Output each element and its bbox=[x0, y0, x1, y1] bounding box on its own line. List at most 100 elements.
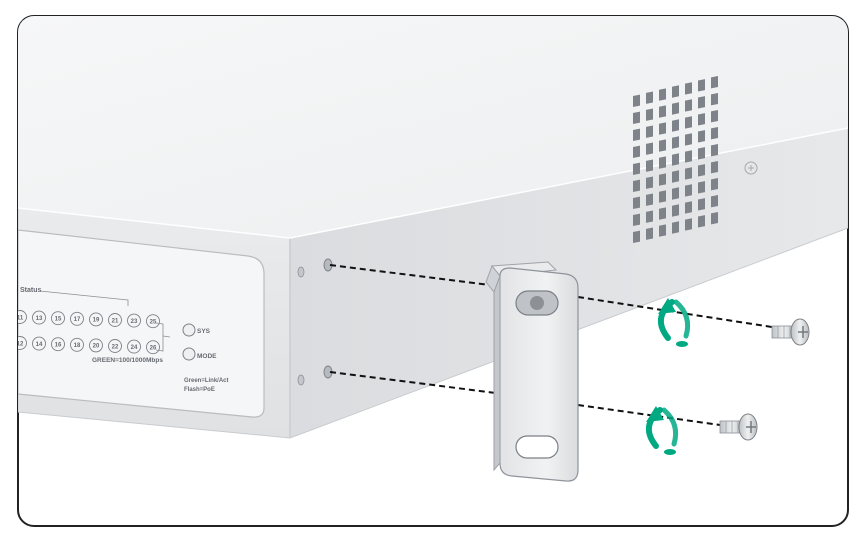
vent-slot bbox=[672, 153, 679, 166]
vent-slot bbox=[646, 193, 653, 206]
port-led bbox=[146, 314, 160, 329]
vent-slot bbox=[672, 102, 679, 115]
vent-slot bbox=[646, 108, 653, 121]
vent-slot bbox=[659, 224, 666, 237]
port-number: 23 bbox=[131, 319, 138, 325]
mounting-bracket bbox=[485, 261, 579, 482]
vent-slot bbox=[711, 161, 718, 174]
port-led bbox=[127, 339, 141, 354]
sys-led bbox=[182, 323, 196, 337]
vent-slot bbox=[646, 227, 653, 240]
port-number: 21 bbox=[112, 318, 119, 324]
vent-slot bbox=[672, 119, 679, 132]
front-hole-lower bbox=[297, 374, 305, 386]
vent-slot bbox=[672, 85, 679, 98]
vent-slot bbox=[633, 230, 640, 243]
ventilation-grid bbox=[633, 76, 718, 243]
vent-slot bbox=[633, 179, 640, 192]
vent-slot bbox=[698, 113, 705, 126]
vent-slot bbox=[711, 127, 718, 140]
port-number: 12 bbox=[17, 341, 24, 347]
vent-slot bbox=[633, 111, 640, 124]
vent-slot bbox=[659, 88, 666, 101]
vent-slot bbox=[685, 133, 692, 146]
vent-slot bbox=[685, 116, 692, 129]
vent-slot bbox=[646, 159, 653, 172]
vent-slot bbox=[685, 201, 692, 214]
vent-slot bbox=[685, 184, 692, 197]
vent-slot bbox=[633, 162, 640, 175]
alignment-line-lower-2 bbox=[577, 404, 721, 426]
port-led bbox=[127, 313, 141, 328]
rotate-arrow-upper-icon bbox=[658, 298, 691, 347]
vent-slot bbox=[633, 145, 640, 158]
port-led bbox=[89, 312, 103, 327]
port-led bbox=[70, 311, 84, 326]
vent-slot bbox=[659, 173, 666, 186]
vent-slot bbox=[711, 212, 718, 225]
port-led bbox=[108, 339, 122, 353]
front-hole-upper bbox=[297, 266, 305, 278]
vent-slot bbox=[633, 196, 640, 209]
mode-led bbox=[182, 347, 196, 361]
vent-slot bbox=[698, 181, 705, 194]
port-led bbox=[89, 338, 103, 353]
vent-slot bbox=[672, 170, 679, 183]
port-led bbox=[32, 336, 46, 351]
vent-slot bbox=[698, 79, 705, 92]
vent-slot bbox=[633, 213, 640, 226]
vent-slot bbox=[711, 144, 718, 157]
mode-label: MODE bbox=[197, 353, 217, 360]
vent-slot bbox=[711, 76, 718, 89]
port-number: 19 bbox=[93, 318, 100, 324]
port-number: 15 bbox=[55, 317, 62, 323]
vent-slot bbox=[698, 215, 705, 228]
vent-slot bbox=[698, 130, 705, 143]
vent-slot bbox=[698, 164, 705, 177]
port-led bbox=[18, 336, 27, 350]
rotate-arrow-lower-icon bbox=[646, 406, 679, 455]
vent-slot bbox=[633, 128, 640, 141]
vent-slot bbox=[672, 136, 679, 149]
vent-slot bbox=[672, 204, 679, 217]
vent-slot bbox=[672, 187, 679, 200]
vent-slot bbox=[698, 198, 705, 211]
vent-slot bbox=[646, 91, 653, 104]
vent-slot bbox=[646, 142, 653, 155]
alignment-line-upper bbox=[329, 264, 491, 286]
speed-legend: GREEN=100/1000Mbps bbox=[92, 357, 163, 364]
vent-slot bbox=[646, 210, 653, 223]
sys-label: SYS bbox=[197, 328, 211, 335]
port-number: 11 bbox=[17, 315, 24, 321]
port-number: 16 bbox=[55, 343, 62, 349]
vent-slot bbox=[659, 122, 666, 135]
port-number: 18 bbox=[74, 343, 81, 349]
chassis-top bbox=[18, 16, 848, 238]
port-number: 25 bbox=[150, 320, 157, 326]
vent-slot bbox=[685, 82, 692, 95]
front-panel-window bbox=[18, 229, 265, 418]
vent-slot bbox=[659, 139, 666, 152]
port-led bbox=[51, 311, 65, 326]
status-label: Status bbox=[20, 287, 42, 294]
port-led bbox=[146, 340, 160, 355]
port-number: 26 bbox=[150, 346, 157, 352]
port-number: 13 bbox=[36, 316, 43, 322]
vent-slot bbox=[659, 207, 666, 220]
vent-slot bbox=[685, 150, 692, 163]
vent-slot bbox=[646, 176, 653, 189]
port-led bbox=[108, 313, 122, 327]
mode-legend-poe: Flash=PoE bbox=[184, 387, 215, 393]
alignment-line-lower bbox=[329, 371, 497, 394]
vent-slot bbox=[711, 178, 718, 191]
port-led bbox=[32, 310, 46, 325]
vent-slot bbox=[646, 125, 653, 138]
port-led bbox=[18, 310, 27, 324]
screw-upper-icon bbox=[771, 318, 810, 346]
port-led bbox=[51, 337, 65, 352]
vent-slot bbox=[698, 147, 705, 160]
vent-slot bbox=[711, 195, 718, 208]
